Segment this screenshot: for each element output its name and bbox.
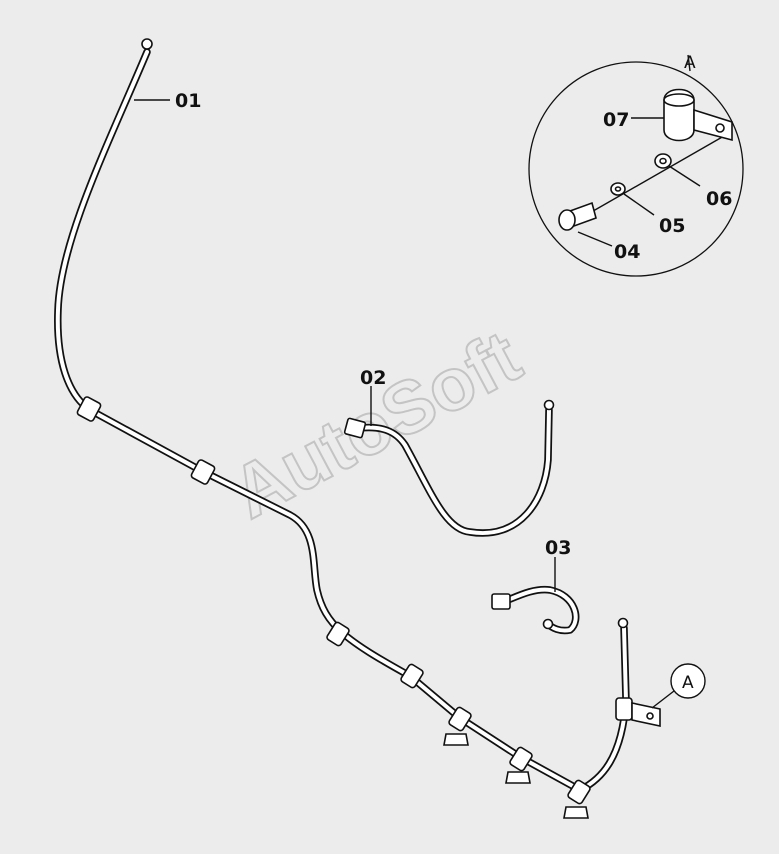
bolt-04 bbox=[558, 201, 597, 231]
label-03: 03 bbox=[545, 537, 571, 559]
connector-icon bbox=[491, 593, 511, 610]
connector-icon bbox=[343, 417, 367, 439]
detail-a bbox=[528, 54, 744, 277]
label-05: 05 bbox=[659, 215, 685, 237]
label-07: 07 bbox=[603, 109, 629, 131]
wire-02 bbox=[343, 399, 555, 537]
detail-marker-a bbox=[651, 663, 706, 709]
harness-01 bbox=[54, 38, 661, 819]
ring-terminal-icon bbox=[542, 618, 554, 630]
detail-marker-label: A bbox=[682, 673, 694, 693]
label-04: 04 bbox=[614, 241, 640, 263]
ring-terminal-icon bbox=[617, 617, 629, 629]
clamp-07 bbox=[663, 88, 733, 142]
label-01: 01 bbox=[175, 90, 201, 112]
label-06: 06 bbox=[706, 188, 732, 210]
ring-terminal-icon bbox=[543, 399, 555, 411]
wire-03 bbox=[491, 585, 580, 635]
label-02: 02 bbox=[360, 367, 386, 389]
detail-title: A bbox=[684, 53, 696, 73]
harness-clamps bbox=[76, 396, 661, 819]
ring-terminal-icon bbox=[141, 38, 153, 50]
